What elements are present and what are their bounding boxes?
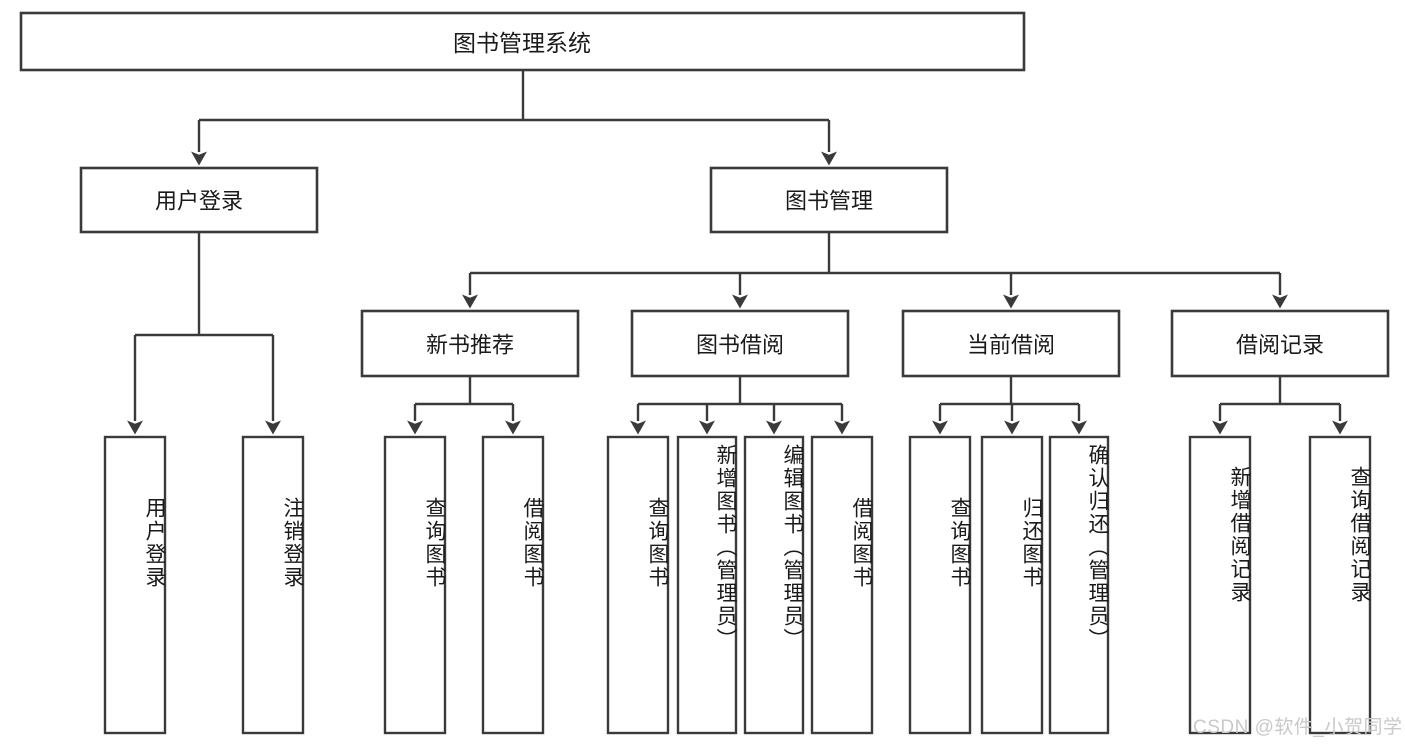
node-leaf-add-book[interactable] <box>676 435 738 735</box>
edge-bookborrow-to-leaves <box>630 376 850 435</box>
leaf-boxes <box>103 435 1372 735</box>
node-borrow-record[interactable]: 借阅记录 <box>1170 309 1390 378</box>
edge-currentborrow-to-leaves <box>932 376 1087 435</box>
node-leaf-confirm-return[interactable] <box>1048 435 1110 735</box>
node-leaf-query-book-1[interactable] <box>383 435 447 735</box>
node-leaf-edit-book[interactable] <box>743 435 805 735</box>
edge-userlogin-to-leaves <box>127 232 281 435</box>
node-leaf-add-record[interactable] <box>1188 435 1252 735</box>
edge-newbookrec-to-leaves <box>407 376 521 435</box>
node-user-login-label: 用户登录 <box>155 189 243 214</box>
node-new-book-rec[interactable]: 新书推荐 <box>360 309 580 378</box>
node-leaf-borrow-book-2[interactable] <box>810 435 874 735</box>
node-leaf-query-book-2[interactable] <box>606 435 670 735</box>
node-leaf-query-record[interactable] <box>1308 435 1372 735</box>
node-current-borrow[interactable]: 当前借阅 <box>901 309 1121 378</box>
node-leaf-return-book[interactable] <box>980 435 1044 735</box>
node-book-manage-label: 图书管理 <box>785 189 873 214</box>
csdn-watermark: CSDN @软件_小贺同学 <box>1193 717 1403 738</box>
node-book-borrow[interactable]: 图书借阅 <box>630 309 850 378</box>
edge-borrowrecord-to-leaves <box>1212 376 1348 435</box>
node-new-book-rec-label: 新书推荐 <box>426 333 514 358</box>
node-user-login[interactable]: 用户登录 <box>79 166 319 234</box>
node-book-borrow-label: 图书借阅 <box>696 333 784 358</box>
node-leaf-user-login[interactable] <box>103 435 167 735</box>
node-root-label: 图书管理系统 <box>453 30 591 56</box>
edge-root-to-level2 <box>191 70 837 166</box>
edge-bookmanage-to-level3 <box>462 232 1288 309</box>
node-book-manage[interactable]: 图书管理 <box>709 166 949 234</box>
node-current-borrow-label: 当前借阅 <box>967 333 1055 358</box>
node-leaf-query-book-3[interactable] <box>908 435 972 735</box>
node-leaf-user-logout[interactable] <box>241 435 305 735</box>
node-root[interactable]: 图书管理系统 <box>19 11 1026 72</box>
node-borrow-record-label: 借阅记录 <box>1236 333 1324 358</box>
node-leaf-borrow-book-1[interactable] <box>481 435 545 735</box>
